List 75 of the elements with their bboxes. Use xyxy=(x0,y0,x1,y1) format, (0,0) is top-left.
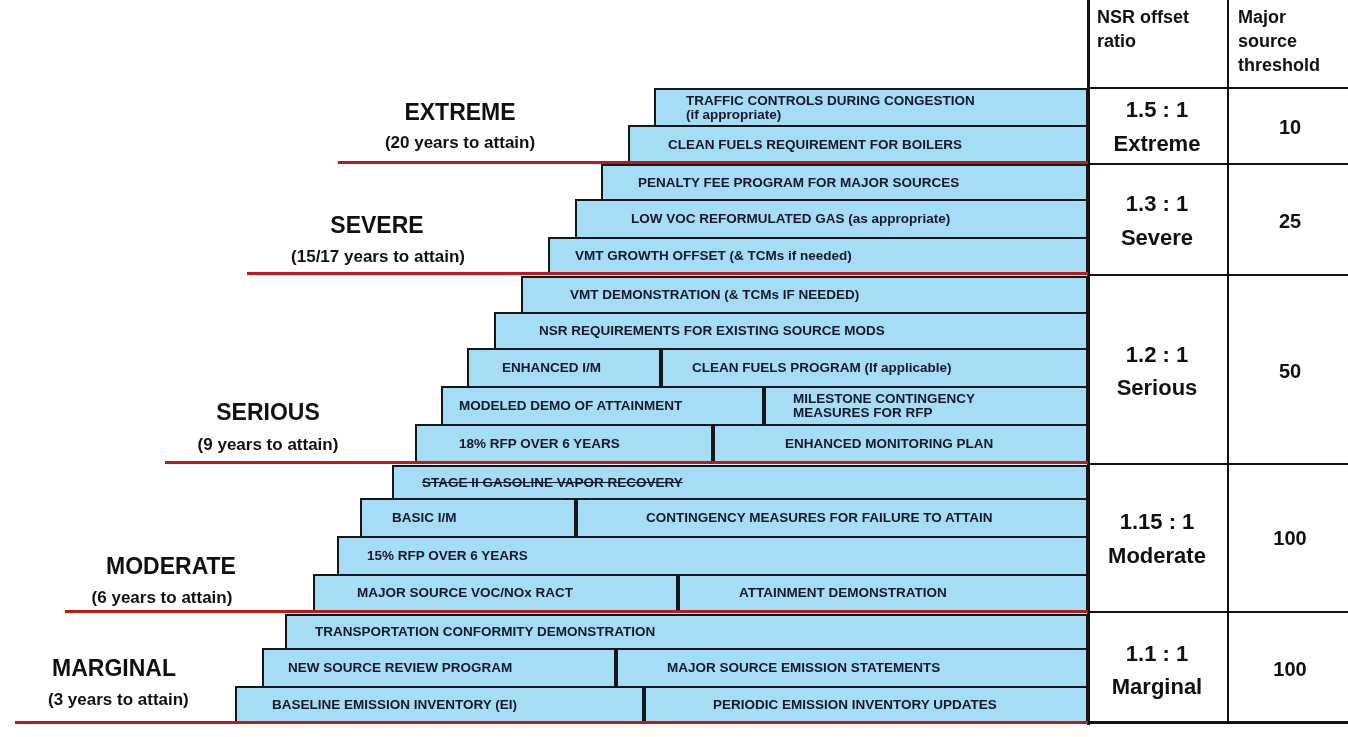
threshold-value: 100 xyxy=(1273,526,1307,550)
severity-class-heading: EXTREME xyxy=(404,98,516,126)
requirement-text: PENALTY FEE PROGRAM FOR MAJOR SOURCES xyxy=(638,174,960,191)
attainment-deadline-text: (3 years to attain) xyxy=(48,690,189,710)
attainment-deadline-text: (15/17 years to attain) xyxy=(291,247,465,267)
requirement-box xyxy=(285,614,1088,650)
requirement-text: ENHANCED I/M xyxy=(502,360,601,376)
severity-class-heading: MODERATE xyxy=(106,552,236,580)
requirement-box xyxy=(576,498,1088,538)
requirement-box xyxy=(337,536,1088,576)
classification-name: Serious xyxy=(1116,375,1198,401)
requirement-text: CONTINGENCY MEASURES FOR FAILURE TO ATTAIN xyxy=(646,510,993,526)
requirement-box xyxy=(415,424,713,463)
threshold-value: 50 xyxy=(1278,359,1302,383)
requirement-box xyxy=(548,237,1088,275)
requirement-box xyxy=(661,348,1088,388)
attainment-deadline-text: (20 years to attain) xyxy=(384,133,536,153)
requirement-text: ENHANCED MONITORING PLAN xyxy=(785,435,994,452)
requirement-box xyxy=(713,424,1088,463)
severity-class-heading: MARGINAL xyxy=(52,654,176,682)
column-header: NSR offset ratio xyxy=(1097,6,1190,53)
offset-ratio-value: 1.3 : 1 xyxy=(1125,191,1189,217)
requirement-box xyxy=(392,465,1088,500)
requirement-text: 18% RFP OVER 6 YEARS xyxy=(459,435,620,452)
requirement-text: CLEAN FUELS PROGRAM (If applicable) xyxy=(692,360,952,376)
requirement-box xyxy=(441,386,764,426)
requirement-box xyxy=(654,88,1088,127)
requirement-text: LOW VOC REFORMULATED GAS (as appropriate) xyxy=(631,211,951,227)
classification-name: Extreme xyxy=(1113,131,1201,157)
severity-class-heading: SERIOUS xyxy=(216,398,320,426)
requirement-text: TRAFFIC CONTROLS DURING CONGESTION (if appropriate) xyxy=(686,93,976,122)
requirement-text: VMT GROWTH OFFSET (& TCMs if needed) xyxy=(575,248,852,264)
requirement-text: STAGE II GASOLINE VAPOR RECOVERY xyxy=(422,474,683,491)
requirement-box xyxy=(616,648,1088,688)
requirement-box xyxy=(521,276,1088,314)
classification-name: Severe xyxy=(1120,225,1194,251)
requirement-box xyxy=(313,574,678,612)
requirement-text: ATTAINMENT DEMONSTRATION xyxy=(739,585,947,601)
requirement-text: BASIC I/M xyxy=(392,510,457,526)
threshold-value: 25 xyxy=(1278,209,1302,233)
requirement-box xyxy=(644,686,1088,724)
requirement-text: NSR REQUIREMENTS FOR EXISTING SOURCE MODS xyxy=(539,323,885,339)
requirement-text: PERIODIC EMISSION INVENTORY UPDATES xyxy=(713,697,997,713)
requirement-text: BASELINE EMISSION INVENTORY (EI) xyxy=(272,697,518,713)
requirement-box xyxy=(494,312,1088,350)
requirement-box xyxy=(575,199,1088,239)
requirement-box xyxy=(764,386,1088,426)
requirement-box xyxy=(235,686,644,724)
severity-class-heading: SEVERE xyxy=(330,211,424,239)
requirement-text: 15% RFP OVER 6 YEARS xyxy=(367,548,528,564)
classification-name: Moderate xyxy=(1108,543,1206,569)
requirement-box xyxy=(601,164,1088,201)
requirement-box xyxy=(628,125,1088,164)
requirement-box xyxy=(262,648,616,688)
requirement-text: MAJOR SOURCE VOC/NOx RACT xyxy=(357,585,574,601)
requirement-box xyxy=(360,498,576,538)
requirement-box xyxy=(467,348,661,388)
offset-ratio-value: 1.2 : 1 xyxy=(1125,342,1189,368)
requirement-text: MAJOR SOURCE EMISSION STATEMENTS xyxy=(667,660,941,676)
attainment-deadline-text: (6 years to attain) xyxy=(91,588,233,608)
offset-ratio-value: 1.1 : 1 xyxy=(1125,641,1189,667)
offset-ratio-value: 1.5 : 1 xyxy=(1125,97,1189,123)
requirement-text: CLEAN FUELS REQUIREMENT FOR BOILERS xyxy=(668,136,962,153)
requirement-text: MODELED DEMO OF ATTAINMENT xyxy=(459,398,683,414)
column-header: Major source threshold xyxy=(1238,6,1321,77)
offset-ratio-value: 1.15 : 1 xyxy=(1119,509,1195,535)
requirement-text: MILESTONE CONTINGENCY MEASURES FOR RFP xyxy=(793,392,976,420)
requirement-text: TRANSPORTATION CONFORMITY DEMONSTRATION xyxy=(315,624,656,640)
requirement-text: NEW SOURCE REVIEW PROGRAM xyxy=(288,660,513,676)
threshold-value: 100 xyxy=(1273,657,1307,681)
requirement-box xyxy=(678,574,1088,612)
requirement-text: VMT DEMONSTRATION (& TCMs IF NEEDED) xyxy=(570,287,860,303)
attainment-deadline-text: (9 years to attain) xyxy=(197,435,339,455)
classification-name: Marginal xyxy=(1111,674,1203,700)
threshold-value: 10 xyxy=(1278,115,1302,139)
